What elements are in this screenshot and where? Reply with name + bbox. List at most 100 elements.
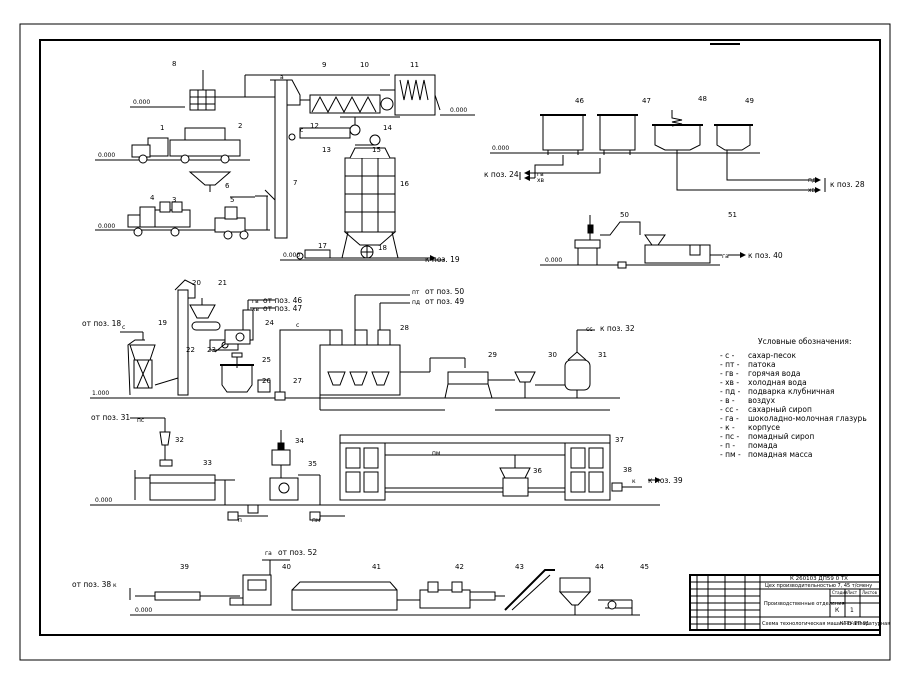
section-moulding (90, 417, 661, 521)
ref-from-50: от поз. 50 (425, 287, 464, 296)
pos-21: 21 (218, 279, 227, 287)
sheet-value: 1 (850, 607, 854, 614)
legend-text: сахар-песок (748, 351, 796, 360)
pos-8: 8 (172, 60, 176, 68)
ref-from-38: от поз. 38 (72, 580, 111, 589)
section-syrup (90, 279, 620, 411)
title-block (689, 574, 881, 631)
ref-to-32: к поз. 32 (600, 324, 635, 333)
pos-45: 45 (640, 563, 649, 571)
title-block-text: К 260103 ДП59 0 ТХ Цех производительност… (762, 576, 890, 627)
pos-42: 42 (455, 563, 464, 571)
legend-code: - хв - (720, 378, 739, 387)
pos-5: 5 (230, 196, 234, 204)
pos-14: 14 (383, 124, 392, 132)
pos-30: 30 (548, 351, 557, 359)
ref-from-31-ps: пс (137, 417, 144, 424)
legend-text: сахарный сироп (748, 405, 812, 414)
legend-text: горячая вода (748, 369, 801, 378)
pos-51: 51 (728, 211, 737, 219)
pos-15: 15 (372, 146, 381, 154)
legend-code: - п - (720, 441, 735, 450)
section-tanks (490, 110, 826, 193)
ref-to-32-ss: сс (586, 326, 593, 333)
pos-34: 34 (295, 437, 304, 445)
ref-line-a: а (280, 74, 284, 81)
ref-line-c: с (300, 127, 303, 134)
pos-11: 11 (410, 61, 419, 69)
level-mark: 0.000 (545, 257, 562, 264)
ref-from-46: от поз. 46 (263, 296, 302, 305)
level-mark: 0.000 (492, 145, 509, 152)
legend-code: - пт - (720, 360, 740, 369)
pos-49: 49 (745, 97, 754, 105)
legend-text: холодная вода (748, 378, 807, 387)
pos-26: 26 (262, 377, 271, 385)
legend-text: помадный сироп (748, 432, 814, 441)
legend-code: - пм - (720, 450, 741, 459)
legend: Условные обозначения: - с - сахар-песок -… (720, 337, 867, 459)
sheet-header: Лист (847, 590, 858, 595)
ref-from-50-pt: пт (412, 289, 420, 296)
pos-2: 2 (238, 122, 242, 130)
level-mark: 0.000 (98, 223, 115, 230)
legend-title: Условные обозначения: (758, 337, 851, 346)
ref-from-47: от поз. 47 (263, 304, 302, 313)
doc-subtitle: Цех производительностью 7, 45 т/смену (765, 583, 872, 589)
level-mark: 0.000 (133, 99, 150, 106)
ref-from-52-ga: га (265, 550, 272, 557)
pos-16: 16 (400, 180, 409, 188)
ref-line-p: п (238, 517, 242, 524)
legend-code: - пд - (720, 387, 741, 396)
ref-from-46-gv: гв (252, 298, 259, 305)
ref-to-39-k: к (632, 478, 636, 485)
pos-44: 44 (595, 563, 604, 571)
pos-6: 6 (225, 182, 230, 190)
pos-46: 46 (575, 97, 584, 105)
ref-to-28: к поз. 28 (830, 180, 865, 189)
ref-to-24-gv: гв (537, 171, 544, 178)
doc-code: К 260103 ДП59 0 ТХ (790, 576, 848, 582)
pos-43: 43 (515, 563, 524, 571)
pos-13: 13 (322, 146, 331, 154)
pos-29: 29 (488, 351, 497, 359)
pos-24: 24 (265, 319, 274, 327)
pos-18: 18 (378, 244, 387, 252)
ref-from-47-hv: хв (252, 306, 260, 313)
pos-22: 22 (186, 346, 195, 354)
ref-from-49: от поз. 49 (425, 297, 464, 306)
pos-23: 23 (207, 346, 216, 354)
pos-41: 41 (372, 563, 381, 571)
legend-code: - гв - (720, 369, 739, 378)
legend-text: корпусе (748, 423, 780, 432)
pos-3: 3 (172, 196, 176, 204)
legend-code: - в - (720, 396, 735, 405)
reference-labels: а с к поз. 19 гв хв к поз. 24 пд хв к по… (72, 74, 865, 589)
legend-text: патока (748, 360, 776, 369)
sheets-header: Листов (862, 590, 878, 595)
ref-to-24: к поз. 24 (484, 170, 519, 179)
pos-9: 9 (322, 61, 326, 69)
ref-from-38-k: к (113, 582, 117, 589)
ref-to-39: к поз. 39 (648, 476, 683, 485)
pos-12: 12 (310, 122, 319, 130)
ref-to-28-pd: пд (808, 177, 816, 184)
legend-code: - сс - (720, 405, 739, 414)
ref-to-24-hv: хв (537, 177, 545, 184)
ref-to-19: к поз. 19 (425, 255, 460, 264)
legend-code: - с - (720, 351, 735, 360)
pos-37: 37 (615, 436, 624, 444)
pos-50: 50 (620, 211, 629, 219)
ref-from-18: от поз. 18 (82, 319, 121, 328)
pos-33: 33 (203, 459, 212, 467)
ref-to-40: к поз. 40 (748, 251, 783, 260)
ref-from-18-c: с (122, 324, 125, 331)
level-mark: 0.000 (98, 152, 115, 159)
ref-from-52: от поз. 52 (278, 548, 317, 557)
pos-20: 20 (192, 279, 201, 287)
pos-19: 19 (158, 319, 167, 327)
section-finishing (129, 559, 640, 616)
section-name: Производственные отделения (764, 601, 845, 607)
legend-text: воздух (748, 396, 776, 405)
